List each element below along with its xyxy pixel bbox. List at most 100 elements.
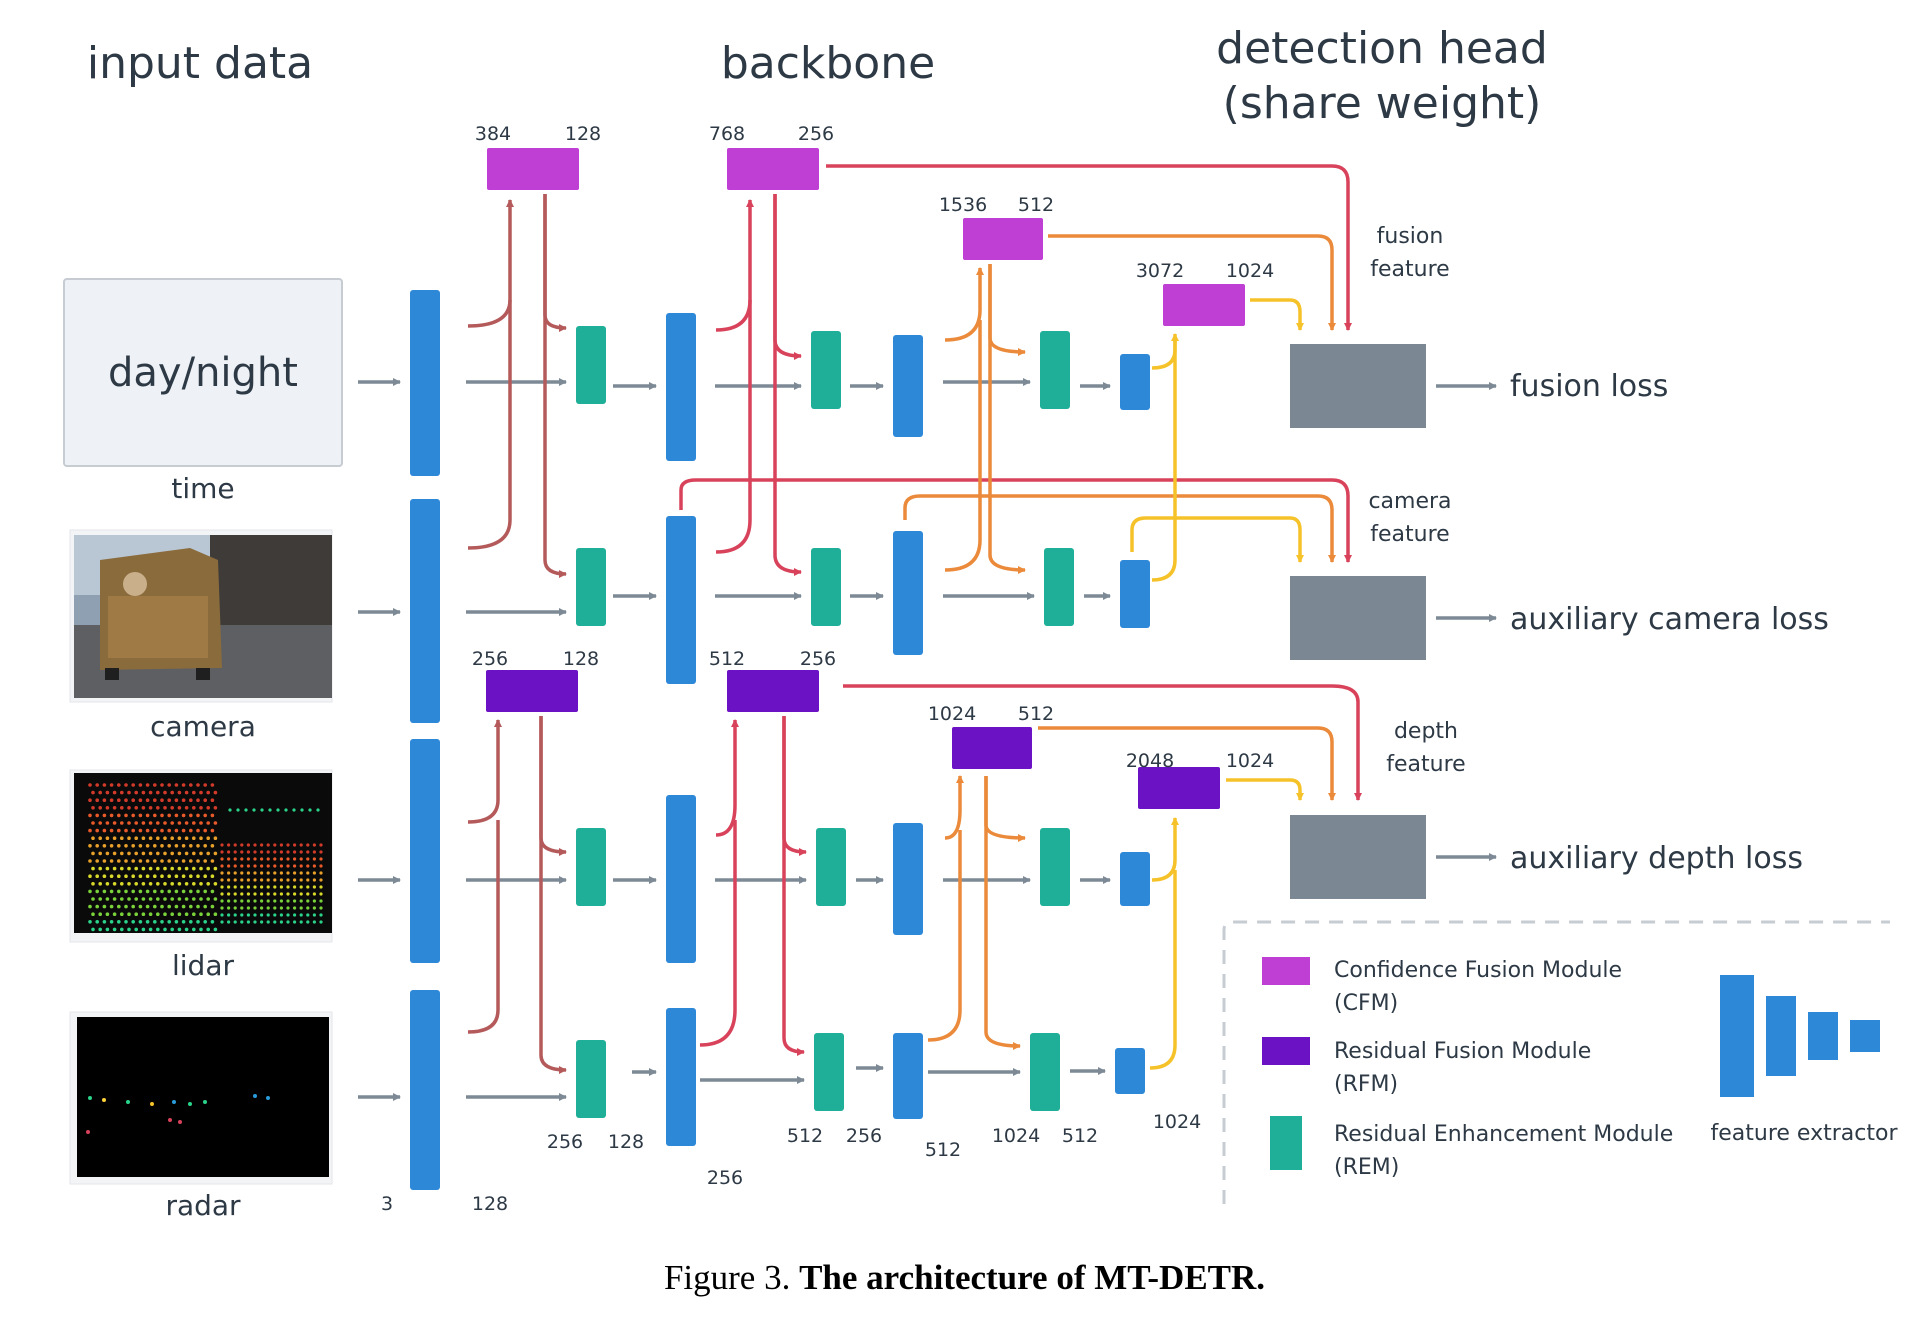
stage2-channels: 256 (707, 1167, 743, 1189)
legend-rfm-label: Residual Fusion Module (1334, 1039, 1591, 1064)
cfm3-in-channels: 1536 (939, 194, 987, 216)
fusion-flow-arrows (467, 164, 1362, 1074)
rem-stage2-3 (816, 828, 846, 906)
legend-extractor-label: feature extractor (1711, 1121, 1899, 1146)
legend-rem-label: Residual Enhancement Module (1334, 1122, 1673, 1147)
stage4-extractor-3 (1120, 852, 1150, 906)
legend-rem-swatch (1270, 1116, 1302, 1170)
depth-feature-label-1: depth (1394, 719, 1458, 744)
figure-caption: Figure 3. The architecture of MT-DETR. (0, 1258, 1929, 1298)
stem-out-channels: 128 (472, 1193, 508, 1215)
header-share-weight: (share weight) (1223, 78, 1542, 129)
lidar-label: lidar (172, 949, 234, 982)
cfm2-in-channels: 768 (709, 123, 745, 145)
cfm1-out-channels: 128 (565, 123, 601, 145)
stage2-extractor-2 (666, 516, 696, 684)
rem-stage3-2 (1044, 548, 1074, 626)
legend-extractor-bar-3 (1808, 1012, 1838, 1060)
camera-image (69, 529, 333, 703)
rem3-in-channels: 1024 (992, 1125, 1040, 1147)
cfm3-in-cam (944, 320, 982, 572)
stage3-extractor-1 (893, 335, 923, 437)
legend-extractor-bar-4 (1850, 1020, 1880, 1052)
stem-extractor-4 (410, 990, 440, 1190)
rfm3-out-radar (984, 776, 1021, 1050)
stage4-extractor-4 (1115, 1048, 1145, 1094)
cfm3-out-fusion (988, 264, 1026, 356)
rfm1-out-radar (539, 716, 567, 1074)
rem-stage3-3 (1040, 828, 1070, 906)
legend-extractor-bar-1 (1720, 975, 1754, 1097)
caption-prefix: Figure 3. (663, 1258, 800, 1297)
cfm3-out-channels: 512 (1018, 194, 1054, 216)
legend-cfm-abbrev: (CFM) (1334, 991, 1398, 1016)
cfm2-in-cam (715, 300, 752, 554)
rfm2-out-lidar (782, 716, 807, 856)
rfm-stage2 (727, 670, 819, 712)
rfm2-out-channels: 256 (800, 648, 836, 670)
rfm3-in-channels: 1024 (928, 703, 976, 725)
cfm4-in-fusion (1151, 333, 1179, 370)
detection-head-fusion (1290, 344, 1426, 428)
stage3-extractor-4 (893, 1033, 923, 1119)
radar-label: radar (165, 1189, 241, 1222)
cfm1-in-cam (467, 300, 512, 550)
rem-stage1-1 (576, 326, 606, 404)
rfm1-in-lidar (467, 719, 502, 824)
rfm4-in-radar (1149, 870, 1177, 1070)
time-box-text: day/night (108, 350, 298, 396)
cfm-stage4 (1163, 284, 1245, 326)
rem-stage1-2 (576, 548, 606, 626)
cfm4-in-cam (1151, 340, 1177, 582)
rem-stage3-1 (1040, 331, 1070, 409)
cfm1-in-channels: 384 (475, 123, 511, 145)
stem-extractor-2 (410, 499, 440, 723)
rfm4-in-lidar (1151, 817, 1179, 882)
rem2-in-channels: 512 (787, 1125, 823, 1147)
rfm1-in-channels: 256 (472, 648, 508, 670)
rfm3-to-depth-head (1038, 726, 1336, 801)
rfm4-out-channels: 1024 (1226, 750, 1274, 772)
stage4-to-camera-head (1130, 516, 1304, 563)
radar-image (69, 1011, 333, 1185)
legend-rfm-abbrev: (RFM) (1334, 1072, 1398, 1097)
rfm2-to-depth-head (843, 684, 1362, 801)
stage2-extractor-3 (666, 795, 696, 963)
data-flow-arrows (358, 378, 1497, 1101)
time-label: time (171, 472, 234, 505)
legend-extractor-bar-2 (1766, 996, 1796, 1076)
rfm3-in-lidar (944, 775, 964, 840)
cfm-stage3 (963, 218, 1043, 260)
stage4-channels: 1024 (1153, 1111, 1201, 1133)
cfm2-out-cam (773, 194, 802, 576)
legend-rfm-swatch (1262, 1037, 1310, 1065)
header-detection-head: detection head (1216, 23, 1548, 74)
rfm3-in-radar (927, 830, 962, 1042)
lidar-image (69, 769, 333, 943)
fusion-feature-label-1: fusion (1377, 224, 1444, 249)
stem-extractor-3 (410, 739, 440, 963)
rfm3-out-channels: 512 (1018, 703, 1054, 725)
camera-feature-label-2: feature (1370, 522, 1449, 547)
header-input-data: input data (87, 38, 313, 89)
cfm-stage2 (727, 148, 819, 190)
camera-loss-label: auxiliary camera loss (1510, 602, 1829, 637)
time-input-box (63, 278, 343, 467)
rem-stage2-4 (814, 1033, 844, 1111)
legend-cfm-label: Confidence Fusion Module (1334, 958, 1622, 983)
rem1-out-channels: 128 (608, 1131, 644, 1153)
rfm4-to-depth-head (1226, 778, 1304, 801)
stage3-extractor-3 (893, 823, 923, 935)
fusion-feature-label-2: feature (1370, 257, 1449, 282)
stage3-channels: 512 (925, 1139, 961, 1161)
cfm3-to-fusion-head (1048, 234, 1336, 331)
cfm-stage1 (487, 148, 579, 190)
caption-title: The architecture of MT-DETR. (799, 1258, 1266, 1297)
rem3-out-channels: 512 (1062, 1125, 1098, 1147)
rfm-stage3 (952, 727, 1032, 769)
stage2-to-camera-head (679, 478, 1352, 563)
rfm1-out-channels: 128 (563, 648, 599, 670)
cfm2-out-fusion (773, 194, 802, 360)
rfm1-out-lidar (539, 716, 567, 856)
